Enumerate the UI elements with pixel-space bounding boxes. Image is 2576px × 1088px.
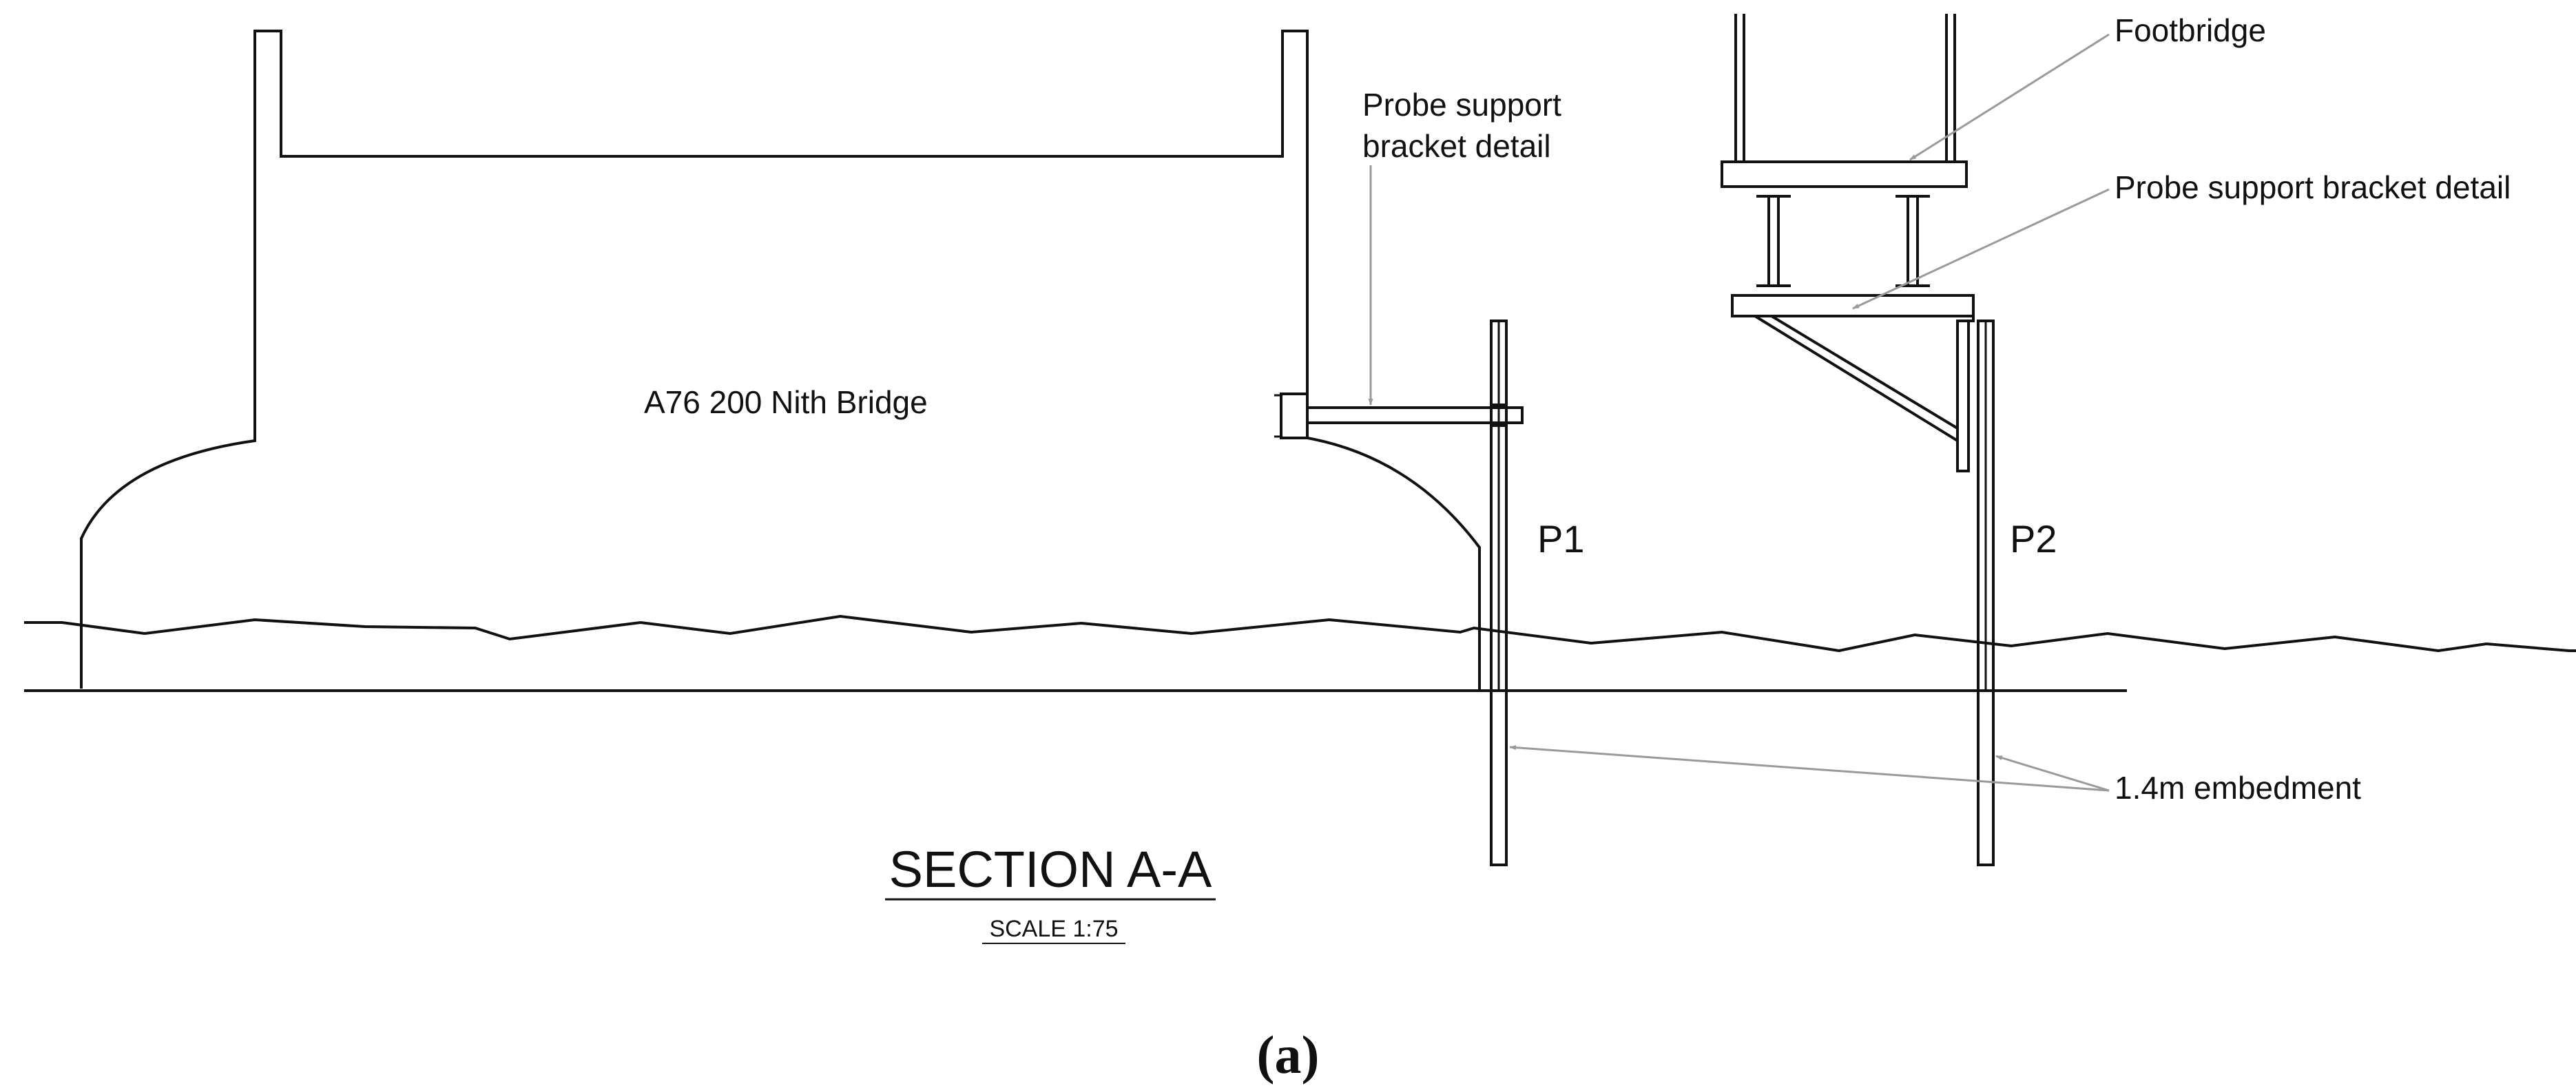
footbridge-probe-bracket [1731, 294, 1975, 472]
section-title: SECTION A-A [889, 841, 1212, 898]
bridge-probe-bracket [1274, 393, 1524, 439]
footbridge-structure [1721, 14, 1968, 297]
bracket-left-label-line1: Probe support [1362, 87, 1561, 123]
leader-embedment-p2 [1995, 755, 2110, 792]
pile-p2-label: P2 [2010, 517, 2057, 561]
leader-footbridge [1909, 33, 2110, 161]
panel-label: (a) [1257, 1025, 1320, 1085]
scale-label: SCALE 1:75 [989, 916, 1118, 942]
leader-bracket-right [1852, 188, 2110, 310]
leader-embedment-p1 [1509, 745, 2110, 792]
water-surface-line [24, 614, 2576, 653]
footbridge-label: Footbridge [2115, 12, 2266, 48]
bracket-left-label-line2: bracket detail [1362, 128, 1551, 164]
embedment-label: 1.4m embedment [2115, 770, 2361, 806]
bridge-label: A76 200 Nith Bridge [644, 384, 928, 420]
pile-p1 [1490, 320, 1508, 866]
pile-p2 [1977, 320, 1995, 866]
bridge-outline [80, 30, 1481, 691]
pile-p1-label: P1 [1537, 517, 1585, 561]
bracket-right-label: Probe support bracket detail [2115, 169, 2511, 205]
